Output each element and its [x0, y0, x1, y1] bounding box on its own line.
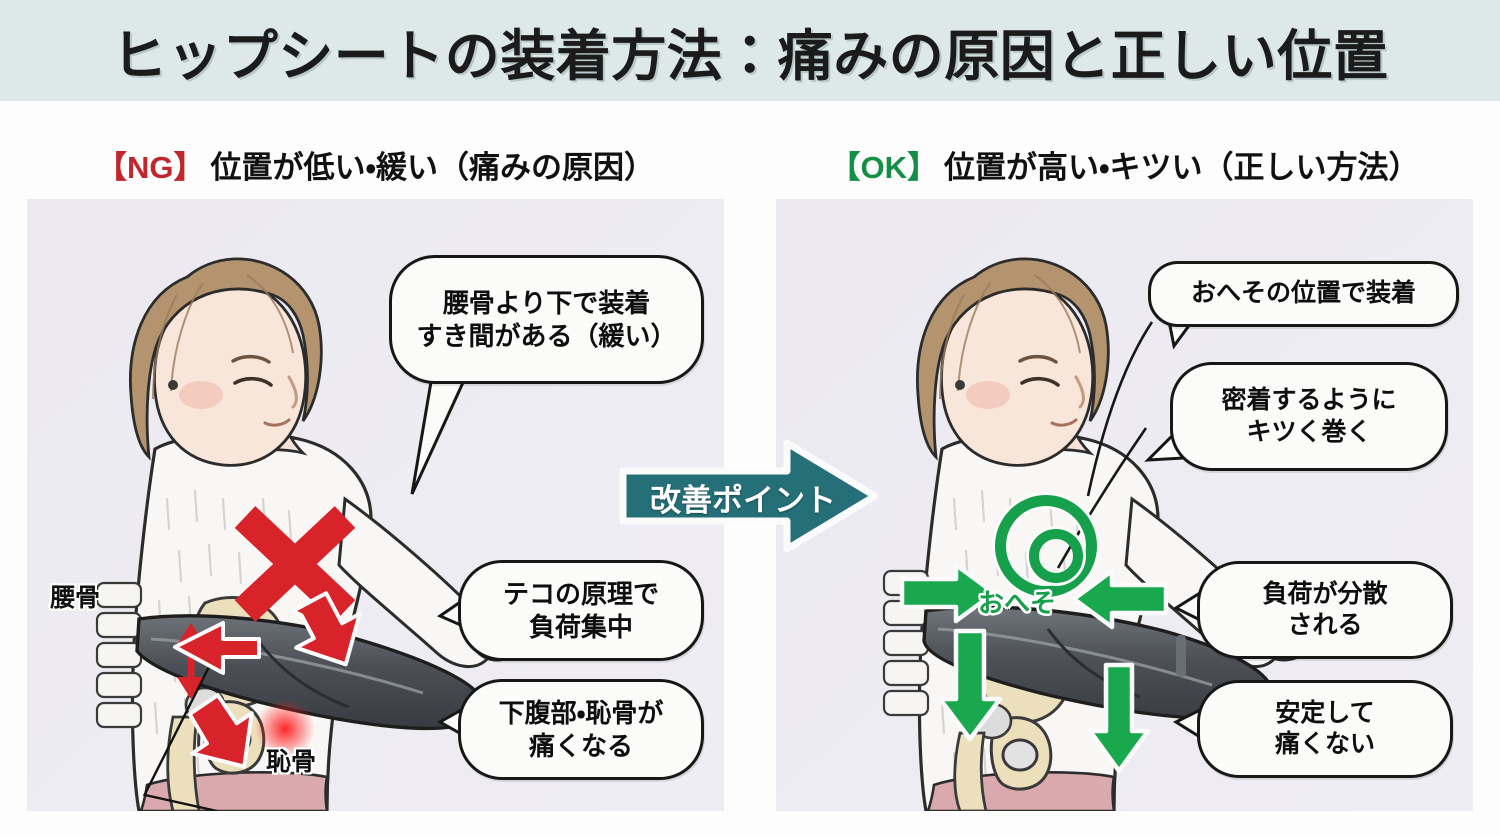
bubble-line-1: 負荷が分散 — [1262, 579, 1388, 608]
ok-tag: 【OK】 — [829, 149, 938, 185]
label-hipbone: 腰骨 — [50, 584, 101, 612]
bubble-stable-no-pain: 安定して 痛くない — [1197, 680, 1453, 778]
navel-circle-icon — [995, 495, 1097, 597]
page-title: ヒップシートの装着方法：痛みの原因と正しい位置 — [111, 24, 1389, 87]
bubble-line-2: される — [1287, 611, 1363, 639]
ng-bubble-1-tail — [404, 370, 514, 500]
bubble-line-1: 安定して — [1275, 698, 1375, 727]
bubble-pain-location: 下腹部・恥骨が 痛くなる — [458, 679, 704, 780]
bubble-wear-at-navel: おへその位置で装着 — [1148, 261, 1459, 327]
label-navel: おへそ — [978, 588, 1057, 618]
ng-section-heading: 【NG】 位置が低い・緩い（痛みの原因） — [27, 142, 724, 186]
bubble-lever-load: テコの原理で 負荷集中 — [458, 560, 704, 661]
bubble-load-distributed: 負荷が分散 される — [1197, 561, 1453, 659]
ng-heading-text: 位置が低い・緩い（痛みの原因） — [210, 149, 656, 185]
bubble-line-1: 下腹部・恥骨が — [498, 697, 664, 728]
improvement-arrow: 改善ポイント — [619, 437, 881, 555]
label-pubic-bone: 恥骨 — [266, 748, 317, 776]
bubble-line-1: 腰骨より下で装着 — [442, 287, 651, 318]
bubble-line-2: すき間がある（緩い） — [416, 320, 677, 351]
improvement-arrow-shape — [619, 439, 879, 553]
bubble-line-1: おへその位置で装着 — [1190, 279, 1416, 308]
ng-tag: 【NG】 — [95, 149, 205, 185]
page-header: ヒップシートの装着方法：痛みの原因と正しい位置 — [0, 0, 1500, 101]
bubble-line-2: 痛くない — [1274, 730, 1375, 758]
bubble-line-2: キツく巻く — [1246, 417, 1372, 446]
bubble-wrap-tight: 密着するように キツく巻く — [1170, 362, 1448, 471]
bubble-worn-below-hipbone: 腰骨より下で装着 すき間がある（緩い） — [389, 255, 704, 384]
bubble-line-1: テコの原理で — [502, 578, 659, 609]
bubble-line-2: 痛くなる — [528, 730, 633, 761]
improvement-arrow-label: 改善ポイント — [650, 482, 836, 518]
ok-section-heading: 【OK】 位置が高い・キツい（正しい方法） — [776, 142, 1473, 186]
bubble-line-1: 密着するように — [1221, 386, 1397, 414]
ok-heading-text: 位置が高い・キツい（正しい方法） — [943, 149, 1420, 185]
bubble-line-2: 負荷集中 — [528, 611, 633, 642]
